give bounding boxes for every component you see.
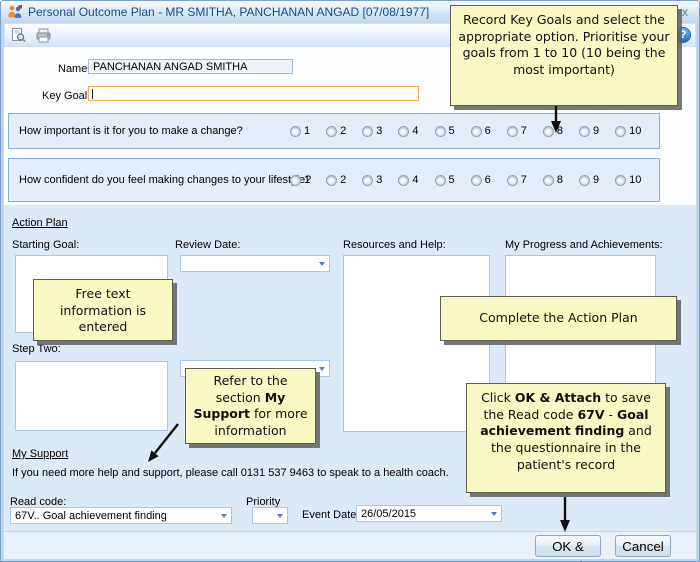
radio-icon[interactable] — [326, 125, 338, 137]
radio-icon[interactable] — [506, 125, 518, 137]
action-plan-heading: Action Plan — [12, 217, 68, 229]
note-refer-my-support: Refer to the section My Support for more… — [185, 368, 316, 444]
radio-icon[interactable] — [290, 174, 301, 186]
radio-icon[interactable] — [506, 174, 518, 186]
importance-scale: 1 2 3 4 5 6 7 — [290, 125, 641, 137]
confidence-question-label: How confident do you feel making changes… — [19, 174, 312, 186]
name-field: PANCHANAN ANGAD SMITHA — [88, 59, 293, 74]
starting-goal-label: Starting Goal: — [12, 239, 80, 251]
note-complete-action-plan: Complete the Action Plan — [440, 296, 677, 341]
priority-dropdown[interactable] — [252, 507, 288, 524]
print-icon[interactable] — [35, 27, 52, 44]
chevron-down-icon — [277, 513, 283, 518]
print-preview-icon[interactable] — [10, 27, 27, 44]
step-two-textarea[interactable] — [15, 361, 168, 431]
confidence-radio-option[interactable]: 3 — [362, 174, 382, 186]
ok-attach-button[interactable]: OK & Attach — [535, 535, 601, 562]
app-icon — [8, 5, 22, 18]
radio-icon[interactable] — [434, 174, 446, 186]
radio-icon[interactable] — [398, 125, 410, 137]
name-label: Name — [58, 63, 88, 75]
note-ok-attach: Click OK & Attach to save the Read code … — [466, 383, 666, 493]
read-code-label: Read code: — [10, 496, 67, 508]
text-caret — [92, 88, 93, 99]
importance-radio-option[interactable]: 5 — [434, 125, 455, 137]
radio-icon[interactable] — [362, 125, 374, 137]
radio-icon[interactable] — [362, 174, 374, 186]
chevron-down-icon — [319, 366, 325, 371]
confidence-radio-option[interactable]: 6 — [470, 174, 491, 186]
resources-textarea[interactable] — [343, 255, 490, 432]
confidence-question-panel: How confident do you feel making changes… — [8, 158, 660, 202]
importance-radio-option[interactable]: 1 — [290, 125, 310, 137]
confidence-radio-option[interactable]: 9 — [579, 174, 599, 186]
radio-icon[interactable] — [470, 174, 482, 186]
radio-icon[interactable] — [470, 125, 482, 137]
radio-icon[interactable] — [542, 125, 554, 137]
confidence-radio-option[interactable]: 5 — [434, 174, 455, 186]
radio-icon[interactable] — [290, 125, 301, 137]
importance-radio-option[interactable]: 9 — [579, 125, 599, 137]
chevron-down-icon — [221, 513, 227, 518]
note-record-key-goals: Record Key Goals and select the appropri… — [450, 5, 678, 106]
close-icon[interactable]: x — [681, 5, 689, 19]
radio-icon[interactable] — [542, 174, 554, 186]
step-two-label: Step Two: — [12, 343, 61, 355]
radio-icon[interactable] — [579, 125, 590, 137]
importance-radio-option[interactable]: 10 — [615, 125, 641, 137]
importance-radio-option[interactable]: 3 — [362, 125, 382, 137]
importance-radio-option[interactable]: 2 — [326, 125, 346, 137]
confidence-radio-option[interactable]: 7 — [506, 174, 527, 186]
progress-label: My Progress and Achievements: — [505, 239, 663, 251]
importance-radio-option[interactable]: 8 — [542, 125, 563, 137]
key-goal-input[interactable] — [88, 86, 419, 101]
importance-question-label: How important is it for you to make a ch… — [19, 125, 243, 137]
importance-radio-option[interactable]: 4 — [398, 125, 419, 137]
chevron-down-icon — [491, 511, 497, 516]
radio-icon[interactable] — [398, 174, 410, 186]
radio-icon[interactable] — [326, 174, 338, 186]
radio-icon[interactable] — [615, 125, 627, 137]
confidence-radio-option[interactable]: 8 — [542, 174, 563, 186]
review-date-dropdown[interactable] — [180, 255, 330, 272]
window-title: Personal Outcome Plan - MR SMITHA, PANCH… — [28, 5, 430, 19]
radio-icon[interactable] — [579, 174, 590, 186]
cancel-button[interactable]: Cancel — [615, 535, 671, 557]
key-goal-label: Key Goal — [42, 90, 88, 102]
importance-radio-option[interactable]: 7 — [506, 125, 527, 137]
note-free-text: Free text information is entered — [33, 279, 173, 341]
importance-radio-option[interactable]: 6 — [470, 125, 491, 137]
read-code-dropdown[interactable]: 67V.. Goal achievement finding — [10, 507, 232, 524]
confidence-radio-option[interactable]: 10 — [615, 174, 641, 186]
review-date-label: Review Date: — [175, 239, 241, 251]
event-date-dropdown[interactable]: 26/05/2015 — [356, 505, 502, 522]
chevron-down-icon — [319, 261, 325, 266]
importance-question-panel: How important is it for you to make a ch… — [8, 113, 660, 149]
my-support-heading: My Support — [12, 448, 69, 460]
confidence-radio-option[interactable]: 2 — [326, 174, 346, 186]
radio-icon[interactable] — [615, 174, 627, 186]
radio-icon[interactable] — [434, 125, 446, 137]
confidence-radio-option[interactable]: 4 — [398, 174, 419, 186]
confidence-scale: 1 2 3 4 5 6 7 — [290, 174, 641, 186]
priority-label: Priority — [246, 496, 281, 508]
event-date-label: Event Date — [302, 509, 357, 521]
my-support-text: If you need more help and support, pleas… — [12, 467, 449, 479]
resources-label: Resources and Help: — [343, 239, 446, 251]
confidence-radio-option[interactable]: 1 — [290, 174, 310, 186]
